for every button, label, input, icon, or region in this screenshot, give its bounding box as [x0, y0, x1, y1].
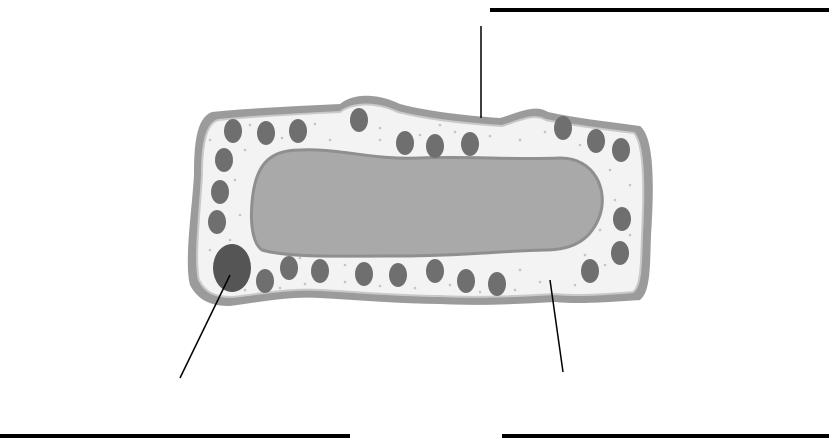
- cytoplasm-speckle: [329, 139, 332, 142]
- chloroplast: [396, 131, 414, 155]
- cytoplasm-speckle: [519, 269, 522, 272]
- cytoplasm-speckle: [249, 124, 252, 127]
- chloroplast: [587, 129, 605, 153]
- cytoplasm-speckle: [439, 124, 442, 127]
- cytoplasm-speckle: [544, 131, 547, 134]
- nucleus: [213, 244, 251, 292]
- cytoplasm-speckle: [629, 184, 632, 187]
- chloroplast: [215, 148, 233, 172]
- chloroplast: [289, 119, 307, 143]
- cytoplasm-speckle: [379, 285, 382, 288]
- cytoplasm-speckle: [344, 264, 347, 267]
- cytoplasm-speckle: [379, 139, 382, 142]
- cytoplasm-speckle: [281, 137, 284, 140]
- chloroplast: [350, 108, 368, 132]
- chloroplast: [612, 138, 630, 162]
- cytoplasm-speckle: [514, 289, 517, 292]
- cytoplasm-speckle: [244, 149, 247, 152]
- cytoplasm-speckle: [584, 254, 587, 257]
- cytoplasm-speckle: [209, 249, 212, 252]
- cytoplasm-speckle: [304, 283, 307, 286]
- chloroplast: [211, 180, 229, 204]
- chloroplast: [426, 259, 444, 283]
- cytoplasm-speckle: [279, 287, 282, 290]
- vacuole: [251, 150, 602, 256]
- cytoplasm-speckle: [519, 139, 522, 142]
- chloroplast: [581, 259, 599, 283]
- chloroplast: [257, 121, 275, 145]
- cytoplasm-speckle: [344, 281, 347, 284]
- cytoplasm-speckle: [229, 239, 232, 242]
- cytoplasm-speckle: [489, 135, 492, 138]
- chloroplast: [457, 269, 475, 293]
- chloroplast: [461, 132, 479, 156]
- chloroplast: [355, 262, 373, 286]
- cytoplasm-speckle: [449, 284, 452, 287]
- chloroplast: [554, 116, 572, 140]
- chloroplast: [488, 272, 506, 296]
- cytoplasm-speckle: [454, 131, 457, 134]
- cytoplasm-speckle: [314, 123, 317, 126]
- cytoplasm-speckle: [244, 289, 247, 292]
- cytoplasm-speckle: [234, 179, 237, 182]
- cytoplasm-speckle: [239, 214, 242, 217]
- cytoplasm-speckle: [609, 169, 612, 172]
- chloroplast: [256, 269, 274, 293]
- cytoplasm-speckle: [539, 281, 542, 284]
- cytoplasm-speckle: [629, 234, 632, 237]
- cytoplasm-speckle: [604, 264, 607, 267]
- chloroplast: [280, 256, 298, 280]
- chloroplast: [426, 134, 444, 158]
- cytoplasm-speckle: [419, 134, 422, 137]
- cytoplasm-speckle: [379, 127, 382, 130]
- cytoplasm-speckle: [479, 291, 482, 294]
- chloroplast: [613, 207, 631, 231]
- cytoplasm-speckle: [299, 257, 302, 260]
- cytoplasm-speckle: [414, 287, 417, 290]
- cytoplasm-speckle: [209, 139, 212, 142]
- chloroplast: [208, 210, 226, 234]
- cytoplasm-speckle: [614, 199, 617, 202]
- cytoplasm-speckle: [599, 229, 602, 232]
- chloroplast: [611, 241, 629, 265]
- cytoplasm-speckle: [579, 144, 582, 147]
- chloroplast: [389, 263, 407, 287]
- chloroplast: [311, 259, 329, 283]
- cytoplasm-speckle: [574, 284, 577, 287]
- chloroplast: [224, 119, 242, 143]
